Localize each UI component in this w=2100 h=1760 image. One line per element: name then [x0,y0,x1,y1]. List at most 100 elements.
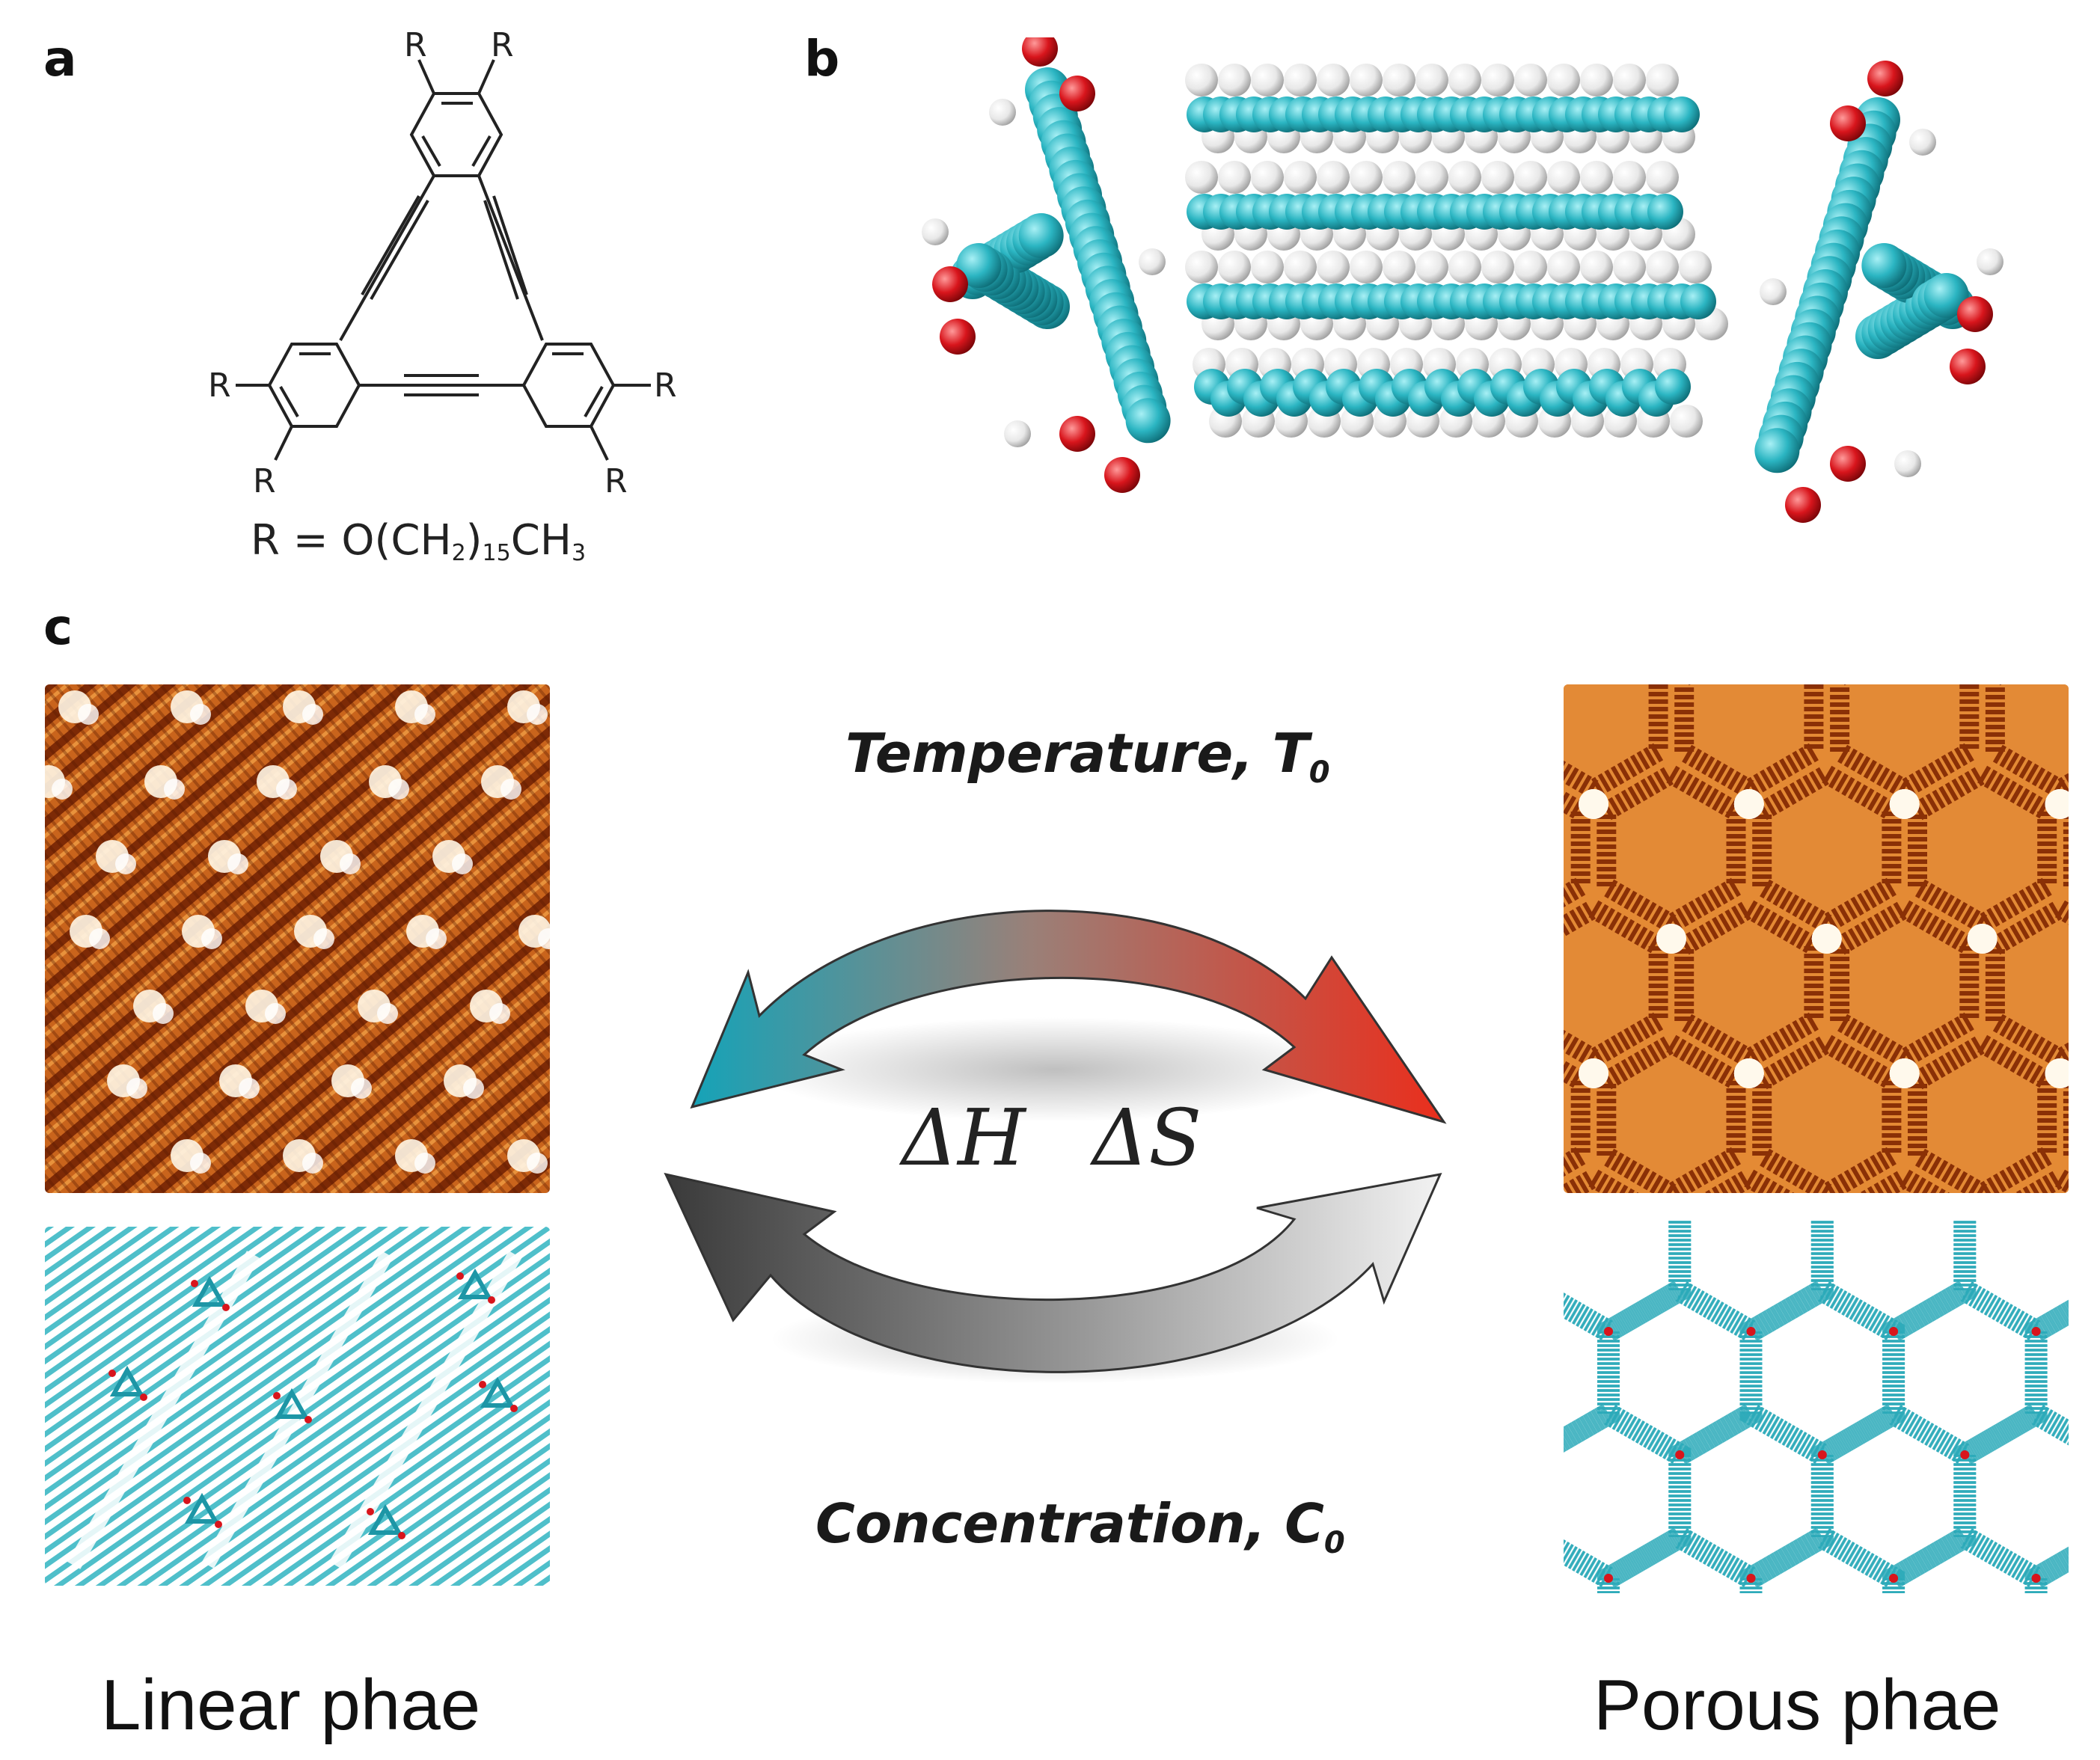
stm-bright-spot [1579,789,1608,819]
stm-pore [1908,762,2057,936]
stm-bright-spot [527,704,548,725]
stm-bright-spot [1733,1058,1764,1088]
stm-bright-spot [190,704,211,725]
oxygen-atom [1960,1450,1970,1459]
hydrogen-atom [989,99,1016,126]
molecular-hexagon [1739,1277,1905,1468]
hydrogen-atom [1350,64,1383,96]
stm-pore [1703,1166,1795,1193]
hydrogen-atom [1185,64,1218,96]
stm-bright-spot [313,928,334,949]
stm-bright-spot [414,1153,435,1174]
oxygen-atom [108,1370,116,1377]
hydrogen-atom [1514,251,1547,283]
r-group-label: R [604,462,628,500]
stm-bright-spot [527,1153,548,1174]
r-group-formula: R = O(CH2)15CH3 [251,516,587,566]
hydrogen-atom [1317,251,1350,283]
stm-image-linear [45,684,550,1193]
molecular-hexagon [1564,1293,1620,1453]
stm-bright-spot [190,1153,211,1174]
stm-bright-spot [153,1003,174,1024]
hydrogen-atom [1977,248,2003,275]
molecule-core [274,1388,310,1419]
oxygen-atom [488,1296,495,1304]
hydrogen-atom [1580,251,1613,283]
molecular-hexagon [1810,1400,1977,1592]
entropy-label: ΔS [1092,1092,1202,1183]
hydrogen-atom [1139,248,1166,275]
molecular-hexagon [1597,1277,1763,1468]
stm-bright-spot [78,704,99,725]
oxygen-atom [1059,76,1095,111]
stm-bright-spot [302,704,323,725]
hydrogen-atom [1317,64,1350,96]
reverse-arrow [664,1172,1442,1373]
stm-bright-spot [302,1153,323,1174]
carbon-atom [1664,96,1700,132]
hydrogen-atom [1284,251,1317,283]
oxygen-atom [1675,1450,1685,1459]
carbon-atom [1125,398,1171,444]
stm-bright-spot [1889,789,1920,819]
hydrogen-atom [1218,251,1251,283]
hydrogen-atom [1350,251,1383,283]
hydrogen-atom [1415,251,1448,283]
oxygen-atom [367,1508,374,1515]
stm-bright-spot [463,1078,484,1099]
hydrogen-atom [1415,161,1448,194]
oxygen-atom [1746,1574,1756,1583]
oxygen-atom [1830,105,1866,141]
stm-bright-spot [500,779,521,800]
stm-pore [1597,762,1746,936]
stm-bright-spot [265,1003,286,1024]
hydrogen-atom [1218,64,1251,96]
oxygen-atom [479,1381,486,1388]
molecule-core [109,1365,145,1396]
r-group-label: R [654,367,677,405]
hydrogen-atom [1646,161,1679,194]
stm-bright-spot [52,779,73,800]
molecular-hexagon [1564,1400,1692,1592]
molecular-hexagon [1564,1539,1620,1593]
hydrogen-atom [1760,278,1787,305]
stm-pore [1985,684,2069,801]
oxygen-atom [1785,487,1821,523]
hydrogen-atom [1613,161,1646,194]
hydrogen-atom [1613,251,1646,283]
carbon-atom [1018,213,1064,258]
stm-image-porous [1564,684,2069,1193]
top-benzene-ring [409,92,503,177]
molecule-core [367,1503,403,1535]
carbon-atom [1754,428,1800,473]
stm-bright-spot [452,853,473,874]
oxygen-atom [510,1405,518,1412]
molecular-hexagon [1668,1400,1834,1592]
stm-bright-spot [2045,789,2069,819]
oxygen-atom [1889,1327,1899,1336]
molecular-hexagon [2024,1299,2069,1446]
molecule-core [457,1268,493,1299]
r-group-label: R [404,26,427,64]
stm-bright-spot [1967,924,1998,954]
oxygen-atom [1950,349,1986,384]
stm-pore [1908,1031,2057,1193]
oxygen-atom [273,1392,281,1399]
hydrogen-atom [1284,161,1317,194]
stm-pore [1752,762,1902,936]
molecule-structure: R R R R R R [208,26,677,500]
stm-pore [2014,1166,2069,1193]
hydrogen-atom [1317,161,1350,194]
oxygen-atom [1604,1327,1613,1336]
carbon-atom [1655,369,1691,405]
stm-pore [1564,1166,1639,1193]
hydrogen-atom [1547,161,1580,194]
stm-bright-spot [126,1078,147,1099]
stm-bright-spot [115,853,136,874]
oxygen-atom [1817,1450,1827,1459]
hydrogen-atom [1448,251,1481,283]
enthalpy-label: ΔH [901,1092,1026,1183]
temperature-label: Temperature, T0 [845,722,1330,790]
stm-pore [1752,1031,1902,1193]
hydrogen-atom [1383,64,1415,96]
